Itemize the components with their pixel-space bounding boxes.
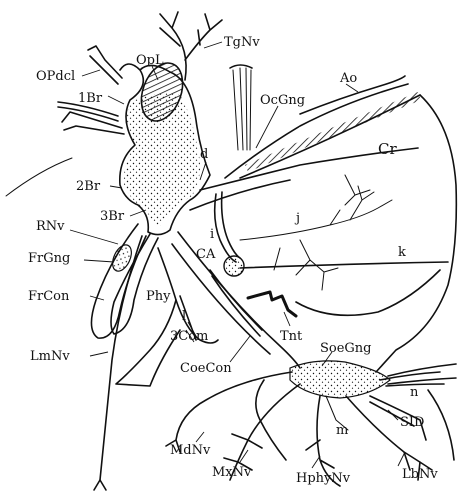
label-2br: 2Br (76, 179, 101, 194)
label-j: j (294, 211, 300, 226)
leader-mdnv (196, 432, 204, 442)
label-cr: Cr (378, 140, 397, 158)
leader-tnt (284, 312, 290, 326)
label-opl: OpL (136, 53, 164, 68)
left-trachea-curve (256, 380, 286, 460)
leader-hphynv (312, 456, 320, 468)
leader-tgnv (204, 42, 222, 48)
label-3br: 3Br (100, 209, 125, 224)
label-opdcl: OPdcl (36, 69, 75, 84)
nerve-j (240, 175, 392, 290)
label-mxnv: MxNv (212, 465, 252, 480)
label-1br: 1Br (78, 91, 103, 106)
label-coecon: CoeCon (180, 361, 232, 376)
label-k: k (398, 245, 406, 260)
occipital-stalk (233, 68, 251, 150)
label-ocgng: OcGng (260, 93, 305, 108)
leader-coecon (230, 336, 250, 362)
labral-nerve-branch (94, 480, 106, 490)
label-tgnv: TgNv (224, 35, 260, 50)
structure-l (210, 270, 262, 336)
label-rnv: RNv (36, 219, 65, 234)
occipital-stalk-top (230, 65, 252, 68)
leader-sid (388, 410, 398, 420)
leader-lmnv (90, 352, 108, 356)
leader-d (200, 162, 206, 180)
leader-rnv (70, 230, 118, 244)
label-3com: 3Com (170, 329, 208, 344)
labral-nerve (100, 236, 142, 480)
nerve-i (215, 194, 236, 262)
label-soegng: SoeGng (320, 341, 372, 356)
leader-lbnv (398, 454, 404, 466)
cranium-outline (376, 95, 456, 372)
label-sid: SID (400, 415, 424, 430)
corpus-allatum (224, 256, 244, 276)
nerve-k (240, 262, 448, 268)
label-ao: Ao (339, 71, 357, 86)
label-hphynv: HphyNv (296, 471, 351, 486)
label-phy: Phy (146, 289, 171, 304)
right-ventral-curve (428, 390, 454, 460)
cranium-lower-wall (296, 270, 440, 315)
leader-1br (108, 96, 124, 104)
label-n: n (410, 385, 419, 400)
label-m: m (336, 423, 348, 438)
label-tnt: Tnt (280, 329, 303, 344)
mandibular-nerve (166, 372, 292, 452)
label-mdnv: MdNv (170, 443, 211, 458)
label-lbnv: LbNv (402, 467, 438, 482)
label-i: i (210, 227, 214, 242)
ocellar-pedicel-upper (88, 46, 122, 78)
label-frgng: FrGng (28, 251, 70, 266)
suboesophageal-ganglion (290, 361, 390, 398)
label-ca: CA (196, 247, 216, 262)
pharynx (116, 248, 180, 386)
label-d: d (200, 147, 208, 162)
leader-opdcl (82, 70, 100, 76)
leader-3br (130, 210, 146, 216)
tentorium (248, 292, 296, 316)
edge-stroke (6, 158, 72, 196)
label-frcon: FrCon (28, 289, 70, 304)
leader-frgng (84, 260, 114, 262)
label-l: l (182, 309, 186, 324)
label-lmnv: LmNv (30, 349, 70, 364)
